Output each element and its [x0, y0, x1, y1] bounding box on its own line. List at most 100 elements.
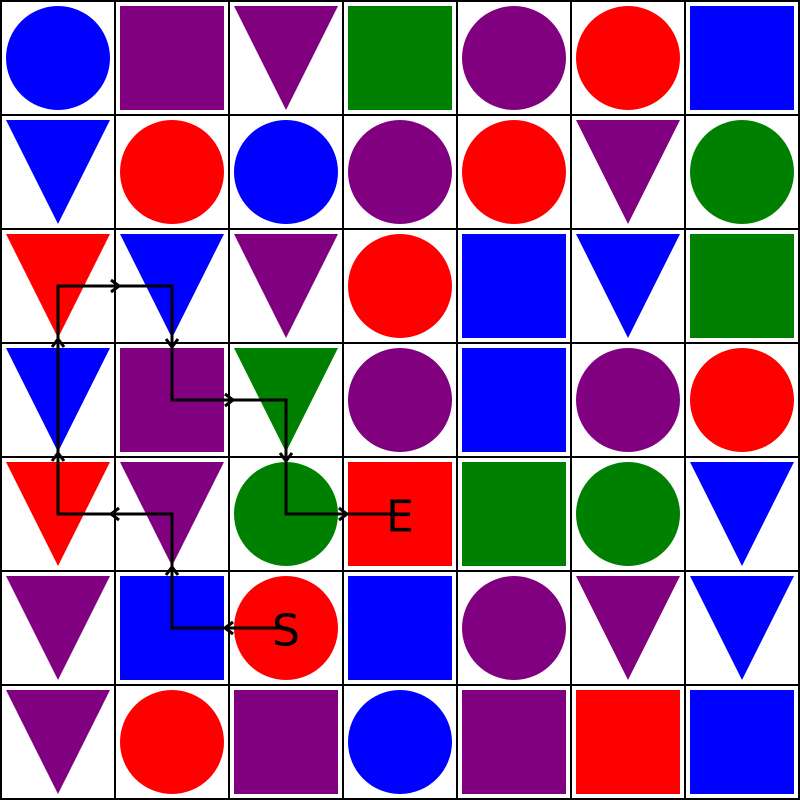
grid-cell — [456, 342, 572, 458]
arrowhead-icon — [110, 278, 122, 294]
green-square-shape — [462, 462, 566, 566]
path-markers: S E — [272, 492, 414, 657]
blue-triangle-shape — [690, 462, 794, 566]
grid-cell — [456, 456, 572, 572]
path-segment — [50, 398, 66, 516]
blue-square-shape — [348, 576, 452, 680]
grid-cell — [684, 570, 800, 686]
purple-circle-shape — [462, 576, 566, 680]
purple-circle-shape — [462, 6, 566, 110]
grid-cell — [456, 228, 572, 344]
green-square-shape — [690, 234, 794, 338]
grid-cell — [0, 114, 116, 230]
arrowhead-icon — [108, 506, 120, 522]
grid-cell — [228, 684, 344, 800]
grid-cell — [570, 228, 686, 344]
path-route — [50, 278, 402, 636]
purple-triangle-shape — [6, 576, 110, 680]
purple-triangle-shape — [234, 234, 338, 338]
purple-triangle-shape — [234, 6, 338, 110]
arrowhead-icon — [222, 620, 234, 636]
purple-triangle-shape — [6, 690, 110, 794]
blue-square-shape — [690, 6, 794, 110]
blue-triangle-shape — [576, 234, 680, 338]
path-segment — [170, 392, 288, 408]
grid-cell — [0, 0, 116, 116]
purple-triangle-shape — [576, 120, 680, 224]
path-segment — [56, 278, 174, 294]
purple-square-shape — [234, 690, 338, 794]
path-segment — [278, 398, 294, 516]
purple-circle-shape — [348, 348, 452, 452]
grid-cell — [342, 228, 458, 344]
arrowhead-icon — [338, 506, 350, 522]
grid-cell — [570, 342, 686, 458]
arrowhead-icon — [224, 392, 236, 408]
grid-cell — [684, 456, 800, 572]
grid-cell — [342, 342, 458, 458]
path-segment — [164, 512, 180, 630]
grid-cell — [342, 114, 458, 230]
grid-cell — [342, 570, 458, 686]
grid-cell — [684, 228, 800, 344]
blue-circle-shape — [234, 120, 338, 224]
grid-cell — [456, 570, 572, 686]
red-circle-shape — [348, 234, 452, 338]
grid-cell — [684, 342, 800, 458]
blue-circle-shape — [348, 690, 452, 794]
grid-cell — [456, 0, 572, 116]
path-segment — [56, 506, 174, 522]
arrowhead-icon — [50, 450, 66, 462]
grid-cell — [570, 114, 686, 230]
grid-cell — [0, 684, 116, 800]
grid-cell — [570, 570, 686, 686]
grid-cell — [684, 0, 800, 116]
arrowhead-icon — [50, 336, 66, 348]
red-circle-shape — [690, 348, 794, 452]
grid-cell — [342, 0, 458, 116]
grid-cell — [570, 456, 686, 572]
green-circle-shape — [576, 462, 680, 566]
blue-square-shape — [690, 690, 794, 794]
purple-circle-shape — [576, 348, 680, 452]
end-marker-label: E — [386, 492, 414, 543]
grid-cell — [0, 570, 116, 686]
grid-cell — [228, 228, 344, 344]
blue-circle-shape — [6, 6, 110, 110]
grid-cell — [456, 684, 572, 800]
green-square-shape — [348, 6, 452, 110]
red-circle-shape — [120, 690, 224, 794]
arrowhead-icon — [164, 564, 180, 576]
grid-cell — [114, 684, 230, 800]
grid-cell — [684, 114, 800, 230]
path-segment — [170, 620, 288, 636]
grid-cell — [228, 0, 344, 116]
start-marker-label: S — [272, 606, 300, 657]
arrowhead-icon — [278, 452, 294, 464]
red-circle-shape — [576, 6, 680, 110]
blue-triangle-shape — [690, 576, 794, 680]
grid-cell — [342, 684, 458, 800]
grid-cell — [114, 0, 230, 116]
purple-circle-shape — [348, 120, 452, 224]
purple-square-shape — [462, 690, 566, 794]
grid-cell — [684, 684, 800, 800]
blue-square-shape — [462, 234, 566, 338]
arrowhead-icon — [164, 338, 180, 350]
grid-cell — [114, 114, 230, 230]
blue-triangle-shape — [6, 120, 110, 224]
path-segment — [284, 506, 402, 522]
grid-cell — [570, 0, 686, 116]
red-circle-shape — [120, 120, 224, 224]
path-segment — [50, 284, 66, 402]
purple-triangle-shape — [576, 576, 680, 680]
grid-cell — [570, 684, 686, 800]
grid-cell — [228, 114, 344, 230]
path-segment — [164, 284, 180, 402]
purple-square-shape — [120, 6, 224, 110]
grid-cell — [456, 114, 572, 230]
green-circle-shape — [690, 120, 794, 224]
red-circle-shape — [462, 120, 566, 224]
